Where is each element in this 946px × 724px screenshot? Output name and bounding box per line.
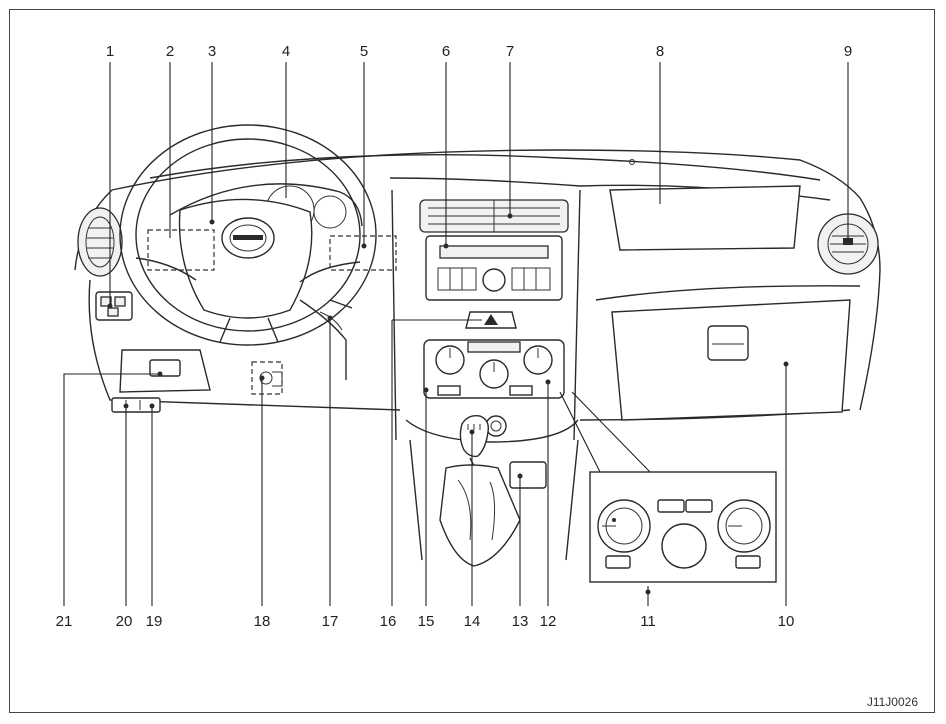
callout-lines bbox=[63, 62, 849, 606]
callout-11: 11 bbox=[640, 613, 656, 630]
steering-wheel bbox=[119, 124, 377, 380]
callout-8: 8 bbox=[656, 43, 664, 60]
callout-17: 17 bbox=[322, 613, 339, 630]
left-air-vent bbox=[77, 207, 123, 277]
callout-1: 1 bbox=[106, 43, 114, 60]
passenger-airbag bbox=[609, 159, 801, 251]
callout-21: 21 bbox=[56, 613, 73, 630]
callout-4: 4 bbox=[282, 43, 290, 60]
glove-box bbox=[595, 285, 861, 421]
figure-code: J11J0026 bbox=[867, 695, 918, 709]
callout-18: 18 bbox=[254, 613, 271, 630]
lower-left-panel bbox=[111, 349, 211, 413]
mirror-switch bbox=[95, 291, 133, 321]
callout-13: 13 bbox=[512, 613, 529, 630]
dashed-highlight-boxes bbox=[147, 229, 397, 395]
climate-control-inset bbox=[559, 391, 777, 583]
callout-2: 2 bbox=[166, 43, 174, 60]
callout-6: 6 bbox=[442, 43, 450, 60]
callout-14: 14 bbox=[464, 613, 481, 630]
callout-10: 10 bbox=[778, 613, 795, 630]
callout-3: 3 bbox=[208, 43, 216, 60]
callout-numbers: 1 2 3 4 5 6 7 8 9 10 11 12 13 14 15 16 1… bbox=[56, 43, 853, 630]
callout-19: 19 bbox=[146, 613, 163, 630]
center-console bbox=[391, 189, 581, 567]
callout-dots bbox=[107, 213, 851, 595]
callout-16: 16 bbox=[380, 613, 397, 630]
callout-12: 12 bbox=[540, 613, 557, 630]
callout-20: 20 bbox=[116, 613, 133, 630]
callout-5: 5 bbox=[360, 43, 368, 60]
callout-9: 9 bbox=[844, 43, 852, 60]
callout-15: 15 bbox=[418, 613, 435, 630]
callout-7: 7 bbox=[506, 43, 514, 60]
